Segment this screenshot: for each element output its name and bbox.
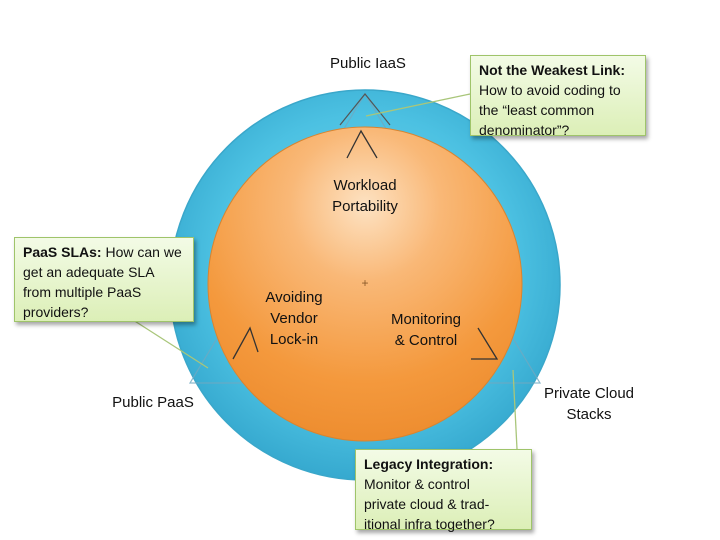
top-vertex-mark xyxy=(339,93,391,126)
avoiding-line3: Lock-in xyxy=(269,331,319,348)
right-vertex-mark xyxy=(471,327,499,360)
callout-weakest-link-line3: denominator”? xyxy=(479,122,570,138)
inner-circle xyxy=(207,126,523,442)
callout-paas-slas-line1: How can we xyxy=(101,244,182,260)
callout-weakest-link-title: Not the Weakest Link: xyxy=(479,62,625,78)
callout-paas-slas-title: PaaS SLAs: xyxy=(23,244,102,260)
left-vertex-mark xyxy=(232,326,259,360)
callout-weakest-link: Not the Weakest Link: How to avoid codin… xyxy=(470,55,646,138)
callout-legacy-line1: Monitor & control xyxy=(364,476,470,492)
public-iaas-label: Public IaaS xyxy=(330,55,406,72)
public-paas-label: Public PaaS xyxy=(112,394,194,411)
callout-paas-slas: PaaS SLAs: How can we get an adequate SL… xyxy=(14,237,194,322)
callout-legacy-integration: Legacy Integration: Monitor & control pr… xyxy=(355,449,532,532)
workload-portability-label: Workload Portability xyxy=(310,175,420,217)
avoiding-line2: Vendor xyxy=(270,310,318,327)
avoiding-line1: Avoiding xyxy=(265,289,323,306)
callout-paas-slas-line2: get an adequate SLA xyxy=(23,264,155,280)
paas-slas-leader xyxy=(129,317,209,369)
monitoring-line1: Monitoring xyxy=(390,311,462,328)
callout-legacy-title: Legacy Integration: xyxy=(364,456,494,472)
callout-legacy-line2: private cloud & trad- xyxy=(364,496,490,512)
callout-paas-slas-line4: providers? xyxy=(23,304,89,320)
avoiding-vendor-lockin-label: Avoiding Vendor Lock-in xyxy=(244,287,344,350)
monitoring-control-label: Monitoring & Control xyxy=(371,309,481,351)
workload-line2: Portability xyxy=(332,198,398,215)
top-inner-vertex-mark xyxy=(346,129,378,159)
callout-paas-slas-line3: from multiple PaaS xyxy=(23,284,142,300)
workload-line1: Workload xyxy=(333,177,397,194)
private-cloud-line2: Stacks xyxy=(566,406,612,423)
callout-weakest-link-line1: How to avoid coding to xyxy=(479,82,621,98)
legacy-leader xyxy=(512,369,518,450)
center-plus-mark: + xyxy=(361,276,369,290)
callout-legacy-line3: itional infra together? xyxy=(364,516,495,532)
weakest-link-leader xyxy=(365,93,471,117)
private-cloud-stacks-label: Private Cloud Stacks xyxy=(530,383,648,425)
monitoring-line2: & Control xyxy=(394,332,458,349)
callout-weakest-link-line2: the “least common xyxy=(479,102,595,118)
private-cloud-line1: Private Cloud xyxy=(543,385,635,402)
